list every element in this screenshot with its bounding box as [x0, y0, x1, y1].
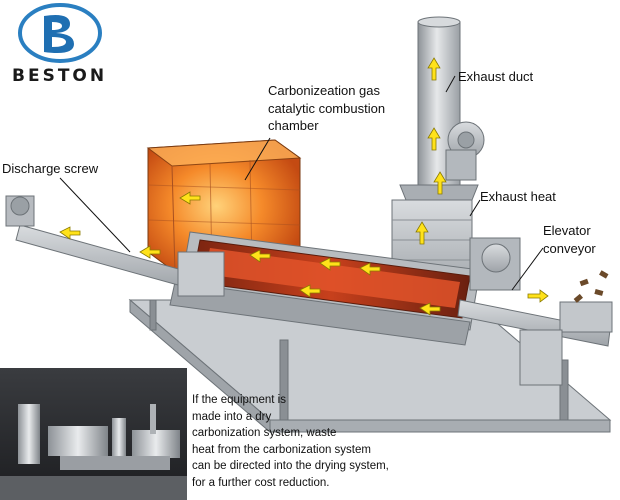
label-combustion-line-1: Carbonizeation gas — [268, 83, 381, 98]
label-combustion-chamber: Carbonizeation gas catalytic combustion … — [268, 82, 385, 135]
label-discharge-screw: Discharge screw — [2, 161, 99, 176]
label-combustion-line-3: chamber — [268, 118, 319, 134]
label-exhaust-duct: Exhaust duct — [458, 69, 534, 84]
logo-emblem — [18, 3, 102, 63]
label-elevator-line-1: Elevator — [543, 223, 591, 238]
leader-lines — [59, 75, 544, 291]
inset-photo — [0, 368, 187, 500]
note-line: If the equipment is — [192, 394, 286, 406]
base-frame — [128, 298, 612, 434]
note-line: heat from the carbonization system — [192, 443, 371, 456]
note-line: can be directed into the drying system, — [192, 460, 389, 472]
combustion-chamber — [146, 139, 302, 273]
discharge-screw — [5, 195, 225, 297]
note-line: made into a dry — [192, 410, 272, 423]
logo-text: BESTON — [12, 66, 108, 86]
flow-arrows — [59, 57, 549, 316]
note-line: carbonization system, waste — [192, 427, 337, 439]
caption-note: If the equipment is made into a dry carb… — [192, 392, 432, 491]
elevator-conveyor — [457, 237, 613, 386]
label-exhaust-heat: Exhaust heat — [480, 189, 556, 204]
label-elevator-conveyor: Elevator conveyor — [543, 222, 596, 257]
note-line: for a further cost reduction. — [192, 476, 330, 489]
exhaust-duct — [399, 16, 485, 206]
beston-logo: BESTON — [4, 2, 116, 90]
label-elevator-line-2: conveyor — [543, 240, 596, 256]
label-combustion-line-2: catalytic combustion — [268, 100, 386, 116]
